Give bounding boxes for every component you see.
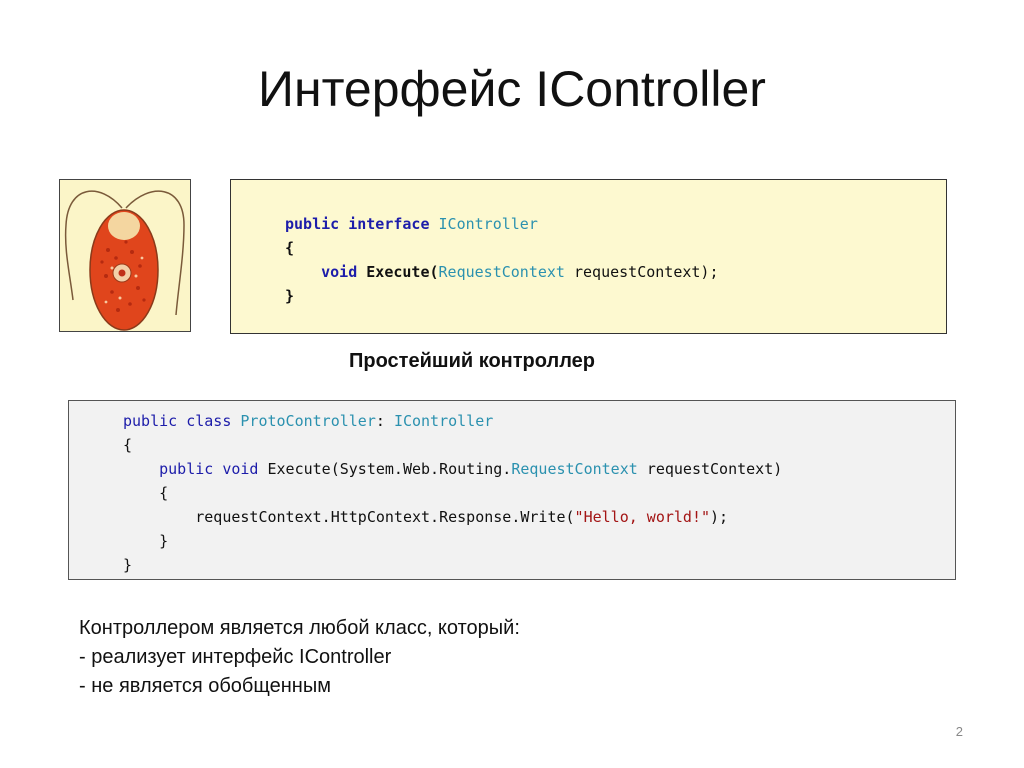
keyword: interface xyxy=(348,215,430,233)
class-code-block: public class ProtoController: IControlle… xyxy=(68,400,956,580)
code-line: public class ProtoController: IControlle… xyxy=(123,409,955,433)
method-call: requestContext.HttpContext.Response.Writ… xyxy=(195,508,575,526)
type-name: ProtoController xyxy=(240,412,376,430)
type-name: IController xyxy=(438,215,538,233)
code-line: requestContext.HttpContext.Response.Writ… xyxy=(123,505,955,529)
method-name: Execute( xyxy=(366,263,439,281)
brace: } xyxy=(285,287,295,305)
code-line: { xyxy=(123,433,955,457)
description-line: - реализует интерфейс IController xyxy=(79,646,392,668)
brace: } xyxy=(159,532,169,550)
subtitle: Простейший контроллер xyxy=(349,350,595,372)
method-signature: Execute(System.Web.Routing. xyxy=(267,460,512,478)
parameter: requestContext); xyxy=(574,263,719,281)
keyword: void xyxy=(222,460,259,478)
code-line: void Execute(RequestContext requestConte… xyxy=(285,260,946,284)
code-line: } xyxy=(285,284,946,308)
keyword: public xyxy=(285,215,340,233)
protozoa-illustration xyxy=(59,179,191,332)
code-line: public interface IController xyxy=(285,212,946,236)
brace: { xyxy=(159,484,169,502)
statement-end: ); xyxy=(710,508,729,526)
colon: : xyxy=(375,412,385,430)
description-line: - не является обобщенным xyxy=(79,675,331,697)
protozoa-icon xyxy=(64,190,185,331)
keyword: public xyxy=(123,412,178,430)
string-literal: "Hello, world!" xyxy=(574,508,711,526)
page-number: 2 xyxy=(955,724,963,739)
keyword: public xyxy=(159,460,214,478)
code-line: } xyxy=(123,553,955,577)
code-line: { xyxy=(285,236,946,260)
parameter: requestContext) xyxy=(646,460,783,478)
description-text: Контроллером является любой класс, котор… xyxy=(79,614,520,701)
slide-title: Интерфейс IController xyxy=(258,61,766,117)
code-line: } xyxy=(123,529,955,553)
type-name: RequestContext xyxy=(511,460,638,478)
code-line: public void Execute(System.Web.Routing.R… xyxy=(123,457,955,481)
brace: { xyxy=(123,436,133,454)
keyword: void xyxy=(321,263,358,281)
description-line: Контроллером является любой класс, котор… xyxy=(79,617,520,639)
type-name: IController xyxy=(393,412,494,430)
brace: { xyxy=(285,239,295,257)
brace: } xyxy=(123,556,133,574)
keyword: class xyxy=(186,412,232,430)
type-name: RequestContext xyxy=(438,263,565,281)
code-line: { xyxy=(123,481,955,505)
interface-code-block: public interface IController { void Execu… xyxy=(230,179,947,334)
